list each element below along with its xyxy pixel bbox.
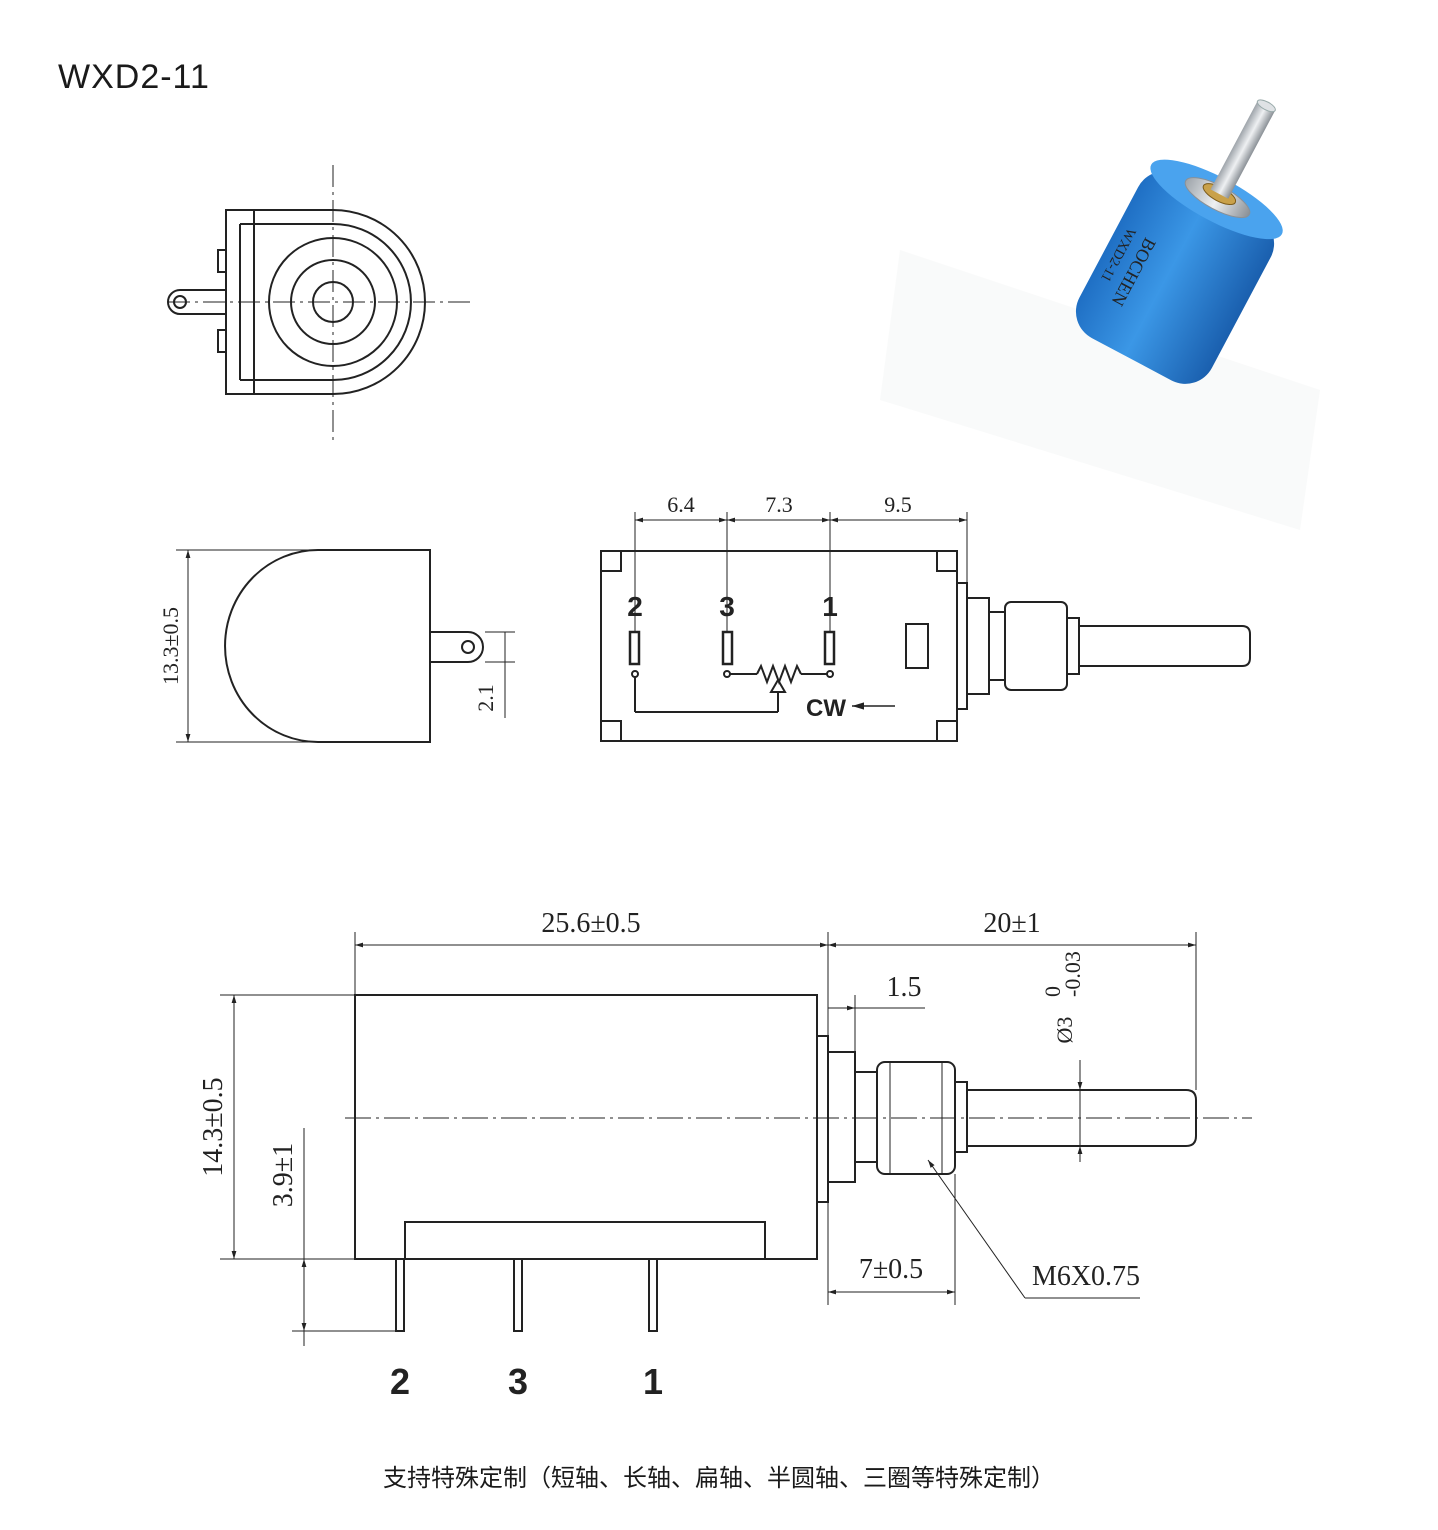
front-bushing: 7±0.5	[859, 1254, 923, 1285]
customization-note: 支持特殊定制（短轴、长轴、扁轴、半圆轴、三圈等特殊定制）	[383, 1464, 1055, 1492]
front-pin-2: 2	[390, 1361, 410, 1402]
front-pin-1: 1	[643, 1361, 663, 1402]
rear-pin-1: 1	[822, 591, 838, 622]
model-title: WXD2-11	[58, 58, 210, 96]
front-body-length: 25.6±0.5	[541, 908, 640, 939]
front-pin-3: 3	[508, 1361, 528, 1402]
rear-spacing-2: 7.3	[765, 492, 793, 517]
front-shaft-length: 20±1	[983, 908, 1040, 939]
rear-pin-2: 2	[627, 591, 643, 622]
front-view	[220, 932, 1252, 1346]
shaft-diameter-spec: Ø3 0 -0.03	[1040, 951, 1085, 1043]
front-height: 14.3±0.5	[198, 1077, 229, 1176]
rear-view	[600, 512, 1251, 742]
shaft-tol-lower: -0.03	[1060, 951, 1085, 997]
shaft-dia-nominal: Ø3	[1052, 1017, 1077, 1044]
rear-direction: CW	[806, 695, 846, 722]
shaft-tol-upper: 0	[1040, 986, 1065, 997]
rear-spacing-1: 6.4	[667, 492, 695, 517]
top-end-view	[167, 165, 472, 442]
front-thread: M6X0.75	[1032, 1261, 1140, 1292]
side-tab-label: 2.1	[473, 684, 498, 712]
rear-spacing-3: 9.5	[884, 492, 912, 517]
product-photo: BOCHEN WXD2-11	[880, 99, 1320, 530]
side-height-label: 13.3±0.5	[158, 607, 183, 685]
side-view	[176, 549, 515, 743]
front-collar: 1.5	[887, 972, 922, 1003]
rear-pin-3: 3	[719, 591, 735, 622]
front-pin-offset: 3.9±1	[268, 1143, 299, 1207]
